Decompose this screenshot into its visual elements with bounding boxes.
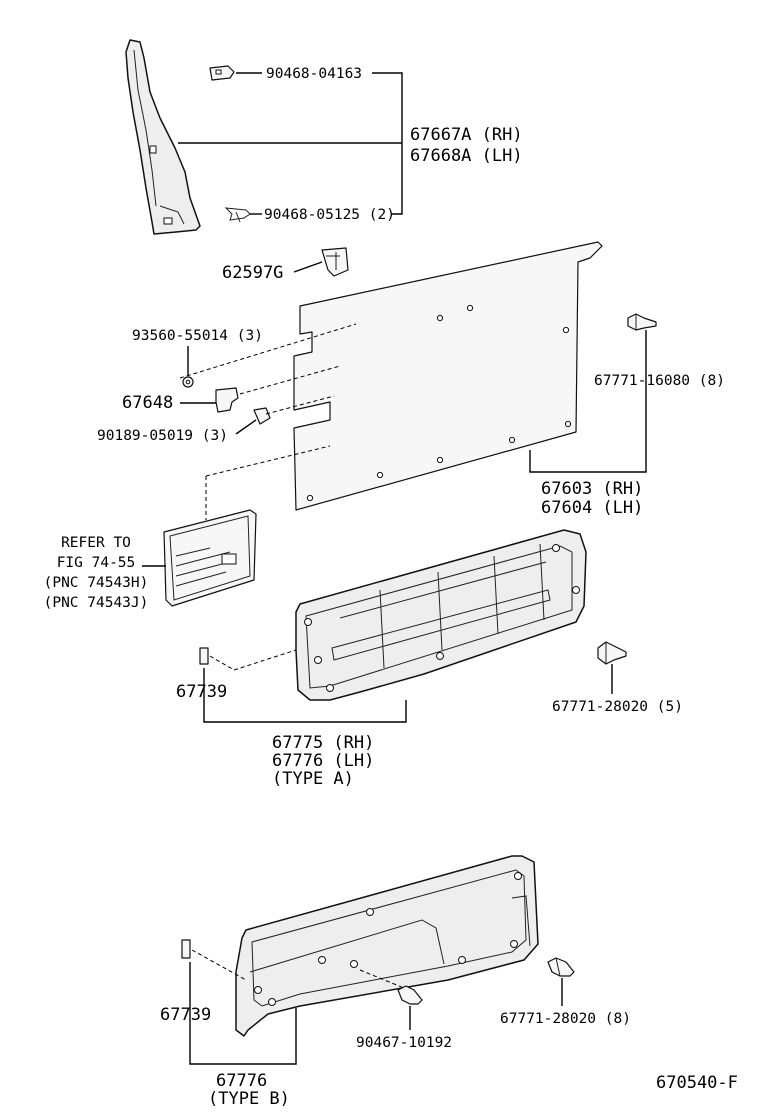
board-clip-icon (627, 313, 657, 331)
leader-lines (142, 72, 647, 1065)
label-bracket: 62597G (222, 263, 283, 283)
label-trim-a-lh: 67776 (LH) (272, 751, 374, 771)
bracket-icon (321, 247, 349, 277)
bolt-b-icon (397, 985, 423, 1005)
cap-a-icon (199, 647, 209, 665)
dashed-guides (179, 323, 405, 989)
trim-panel-type-a (295, 529, 587, 701)
label-trim-a-rh: 67775 (RH) (272, 733, 374, 753)
clip-wire-icon (224, 207, 251, 223)
label-refer-3: (PNC 74543H) (44, 575, 149, 591)
clip-type-b-icon (547, 957, 575, 977)
clip-icon (209, 65, 235, 81)
retainer-icon (215, 387, 239, 413)
label-bolt-b: 90467-10192 (356, 1035, 452, 1051)
label-refer-4: (PNC 74543J) (44, 595, 149, 611)
label-retainer: 67648 (122, 393, 173, 413)
label-trim-b-type: (TYPE B) (208, 1089, 290, 1109)
clip-type-a-icon (597, 641, 627, 665)
side-board (293, 241, 603, 511)
label-board-lh: 67604 (LH) (541, 498, 643, 518)
pillar-garnish (125, 39, 201, 235)
label-clip-type-b: 67771-28020 (8) (500, 1011, 631, 1027)
label-board-rh: 67603 (RH) (541, 479, 643, 499)
label-refer-1: REFER TO (61, 535, 131, 551)
label-cap-a: 67739 (176, 682, 227, 702)
nut-icon (182, 376, 194, 388)
label-pillar-rh: 67667A (RH) (410, 125, 523, 145)
label-trim-b: 67776 (216, 1071, 267, 1091)
label-pillar-lh: 67668A (LH) (410, 146, 523, 166)
label-trim-a-type: (TYPE A) (272, 769, 354, 789)
label-cap-b: 67739 (160, 1005, 211, 1025)
figure-code: 670540-F (656, 1073, 738, 1093)
label-screw: 90189-05019 (3) (97, 428, 228, 444)
label-clip-upper: 90468-04163 (266, 66, 362, 82)
screw-icon (253, 407, 271, 425)
label-refer-2: FIG 74-55 (57, 555, 136, 571)
trim-panel-type-b (235, 855, 539, 1037)
label-nut: 93560-55014 (3) (132, 328, 263, 344)
caution-label (163, 509, 257, 607)
cap-b-icon (181, 939, 191, 959)
label-clip-lower: 90468-05125 (2) (264, 207, 395, 223)
label-clip-type-a: 67771-28020 (5) (552, 699, 683, 715)
label-clip-board: 67771-16080 (8) (594, 373, 725, 389)
